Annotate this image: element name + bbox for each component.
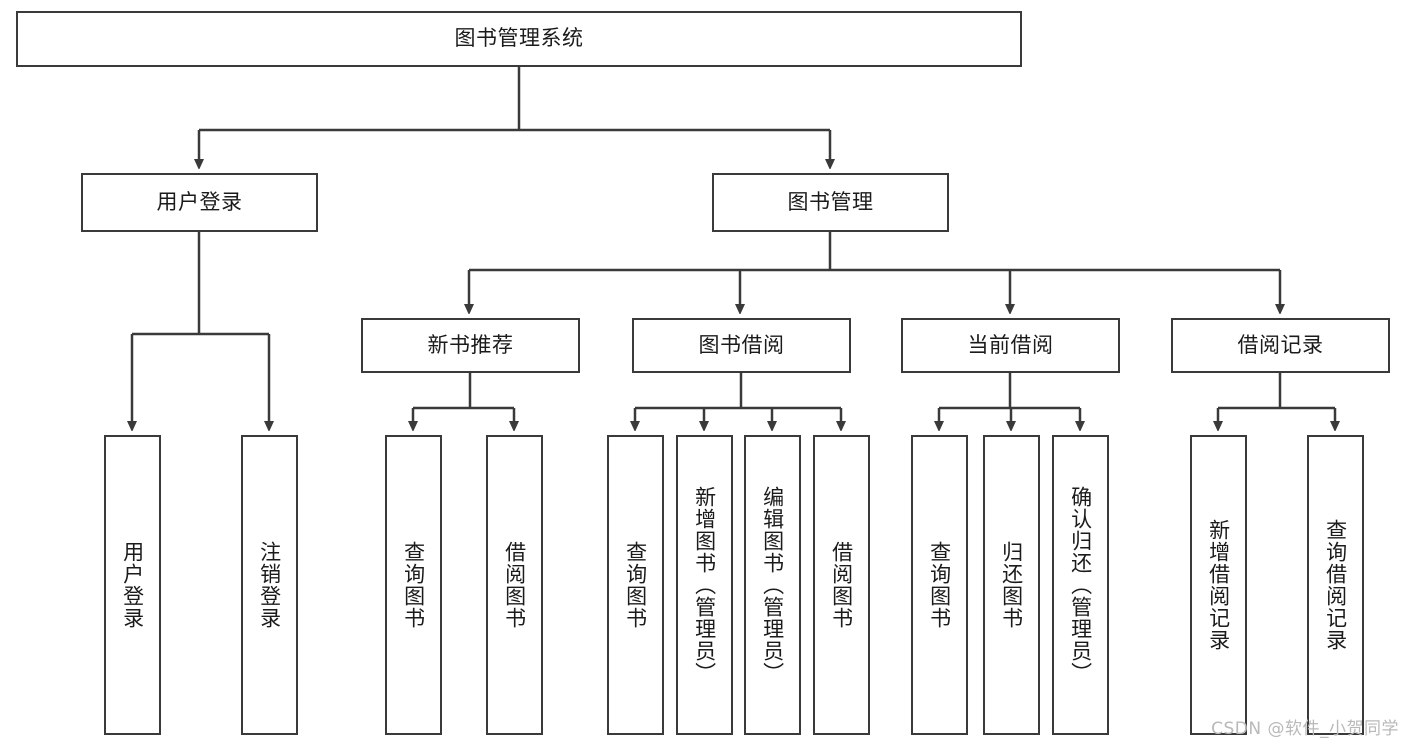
- node-leaf-logout[interactable]: 注销登录: [241, 435, 298, 735]
- node-leaf-query-record[interactable]: 查询借阅记录: [1307, 435, 1364, 735]
- node-borrow-record-label: 借阅记录: [1237, 332, 1324, 357]
- node-leaf-query-record-label: 查询借阅记录: [1323, 519, 1348, 651]
- node-leaf-borrow-book-1[interactable]: 借阅图书: [486, 435, 543, 735]
- edge-borrowrecord-to-leaves: [1218, 373, 1335, 422]
- node-user-login-label: 用户登录: [156, 189, 243, 214]
- csdn-watermark: CSDN @软件_小贺同学: [1211, 719, 1399, 739]
- edge-userlogin-to-leaves: [132, 232, 269, 422]
- node-leaf-add-record-label: 新增借阅记录: [1206, 519, 1231, 651]
- node-leaf-edit-book[interactable]: 编辑图书（管理员）: [744, 435, 801, 735]
- node-leaf-query-book-1[interactable]: 查询图书: [385, 435, 442, 735]
- node-leaf-return-book-label: 归还图书: [999, 541, 1024, 629]
- node-leaf-query-book-2[interactable]: 查询图书: [607, 435, 664, 735]
- node-root-label: 图书管理系统: [454, 26, 584, 51]
- edge-bookmanage-to-level2: [469, 232, 1280, 305]
- node-leaf-query-book-2-label: 查询图书: [623, 541, 648, 629]
- node-leaf-add-record[interactable]: 新增借阅记录: [1190, 435, 1247, 735]
- node-book-borrow-label: 图书借阅: [698, 332, 785, 357]
- node-leaf-query-book-3[interactable]: 查询图书: [911, 435, 968, 735]
- node-current-borrow-label: 当前借阅: [967, 332, 1054, 357]
- node-leaf-borrow-book-2-label: 借阅图书: [829, 541, 854, 629]
- node-new-book-recommend-label: 新书推荐: [427, 332, 514, 357]
- node-leaf-logout-label: 注销登录: [257, 541, 282, 629]
- node-leaf-borrow-book-2[interactable]: 借阅图书: [813, 435, 870, 735]
- node-leaf-query-book-1-label: 查询图书: [401, 541, 426, 629]
- edge-root-to-level1: [199, 67, 830, 160]
- node-user-login[interactable]: 用户登录: [81, 173, 318, 232]
- node-borrow-record[interactable]: 借阅记录: [1171, 318, 1390, 373]
- node-leaf-user-login-label: 用户登录: [120, 541, 145, 629]
- node-book-manage[interactable]: 图书管理: [712, 173, 949, 232]
- node-new-book-recommend[interactable]: 新书推荐: [361, 318, 580, 373]
- node-book-manage-label: 图书管理: [787, 189, 874, 214]
- node-leaf-add-book[interactable]: 新增图书（管理员）: [676, 435, 733, 735]
- node-book-borrow[interactable]: 图书借阅: [632, 318, 851, 373]
- edge-currentborrow-to-leaves: [939, 373, 1080, 422]
- node-current-borrow[interactable]: 当前借阅: [901, 318, 1120, 373]
- node-leaf-confirm-return[interactable]: 确认归还（管理员）: [1052, 435, 1109, 735]
- edge-bookborrow-to-leaves: [635, 373, 841, 422]
- edge-newbook-to-leaves: [413, 373, 514, 422]
- node-leaf-user-login[interactable]: 用户登录: [104, 435, 161, 735]
- node-leaf-confirm-return-label: 确认归还（管理员）: [1068, 486, 1093, 684]
- node-leaf-add-book-label: 新增图书（管理员）: [692, 486, 717, 684]
- node-root[interactable]: 图书管理系统: [16, 11, 1022, 67]
- node-leaf-return-book[interactable]: 归还图书: [983, 435, 1040, 735]
- node-leaf-borrow-book-1-label: 借阅图书: [502, 541, 527, 629]
- node-leaf-query-book-3-label: 查询图书: [927, 541, 952, 629]
- node-leaf-edit-book-label: 编辑图书（管理员）: [760, 486, 785, 684]
